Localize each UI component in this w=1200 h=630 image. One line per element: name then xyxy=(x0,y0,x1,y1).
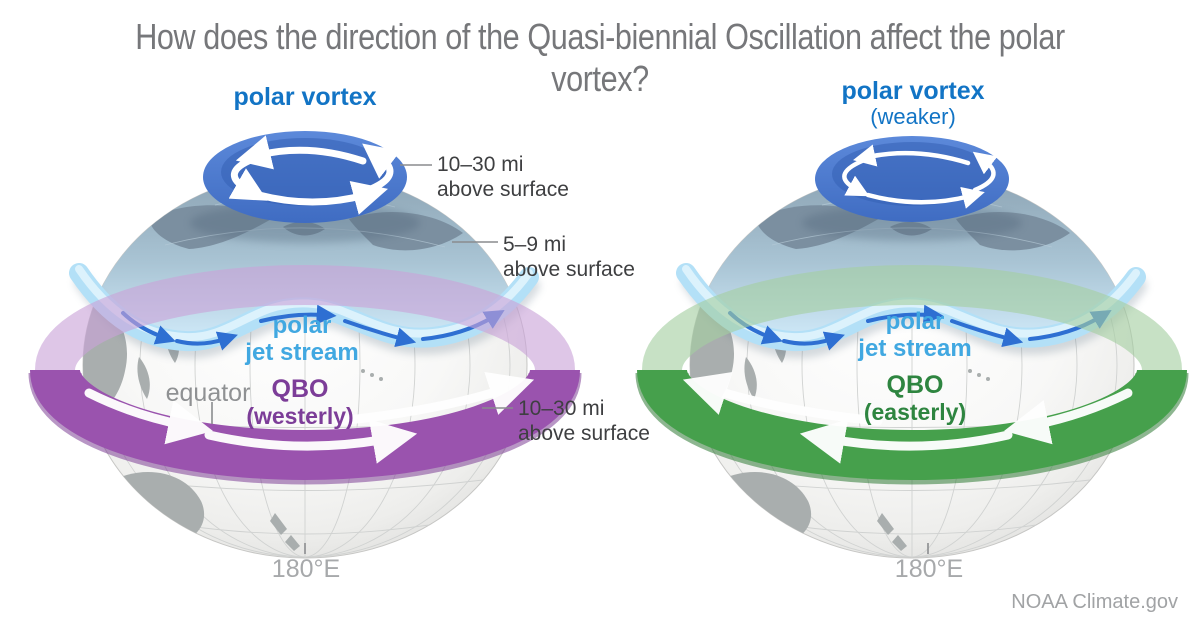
annotation-line: above surface xyxy=(518,422,650,445)
polar-vortex-label-right: polar vortex xyxy=(841,77,985,105)
qbo-westerly-sublabel: (westerly) xyxy=(246,403,354,429)
equator-label: equator xyxy=(165,379,251,407)
qbo-ring-back xyxy=(642,264,1182,373)
annotation-line: above surface xyxy=(437,178,569,201)
polar-jet-stream-label-left: polar jet stream xyxy=(245,312,358,366)
annotation-line: 5–9 mi xyxy=(503,233,567,256)
qbo-easterly-sublabel: (easterly) xyxy=(863,399,967,425)
credit: NOAA Climate.gov xyxy=(1011,591,1178,613)
annotation-line: 10–30 mi xyxy=(437,153,524,176)
page-title: How does the direction of the Quasi-bien… xyxy=(135,16,1065,99)
longitude-label-right: 180°E xyxy=(894,555,964,583)
jet-label-line1: polar xyxy=(885,308,945,335)
polar-jet-stream-label-right: polar jet stream xyxy=(858,308,971,362)
polar-vortex-label-left: polar vortex xyxy=(233,83,377,111)
qbo-wind-arrows-easterly xyxy=(682,372,1133,464)
qbo-ring-easterly xyxy=(635,264,1189,485)
jet-label-line1: polar xyxy=(272,312,332,339)
annotation-vortex-altitude: 10–30 mi above surface xyxy=(437,152,569,202)
polar-vortex-cap-weaker xyxy=(802,136,1022,241)
annotation-jet-altitude: 5–9 mi above surface xyxy=(503,232,635,282)
qbo-wind-arrows-westerly xyxy=(84,372,535,464)
qbo-ring-back xyxy=(35,264,575,373)
vortex-rotation-arrows xyxy=(228,135,401,215)
annotation-qbo-altitude: 10–30 mi above surface xyxy=(518,396,650,446)
longitude-label-left: 180°E xyxy=(271,555,341,583)
vortex-weaker-sublabel: (weaker) xyxy=(870,104,956,129)
right-globe-illustration xyxy=(635,136,1189,559)
qbo-westerly-label: QBO xyxy=(271,375,329,403)
qbo-ring-westerly xyxy=(28,264,582,485)
qbo-easterly-label: QBO xyxy=(886,371,944,399)
jet-label-line2: jet stream xyxy=(858,335,972,362)
vortex-rotation-arrows-weaker xyxy=(842,144,998,209)
annotation-line: 10–30 mi xyxy=(518,397,605,420)
annotation-line: above surface xyxy=(503,258,635,281)
jet-label-line2: jet stream xyxy=(245,339,359,366)
polar-vortex-cap xyxy=(190,131,420,243)
left-globe-illustration xyxy=(28,131,582,559)
